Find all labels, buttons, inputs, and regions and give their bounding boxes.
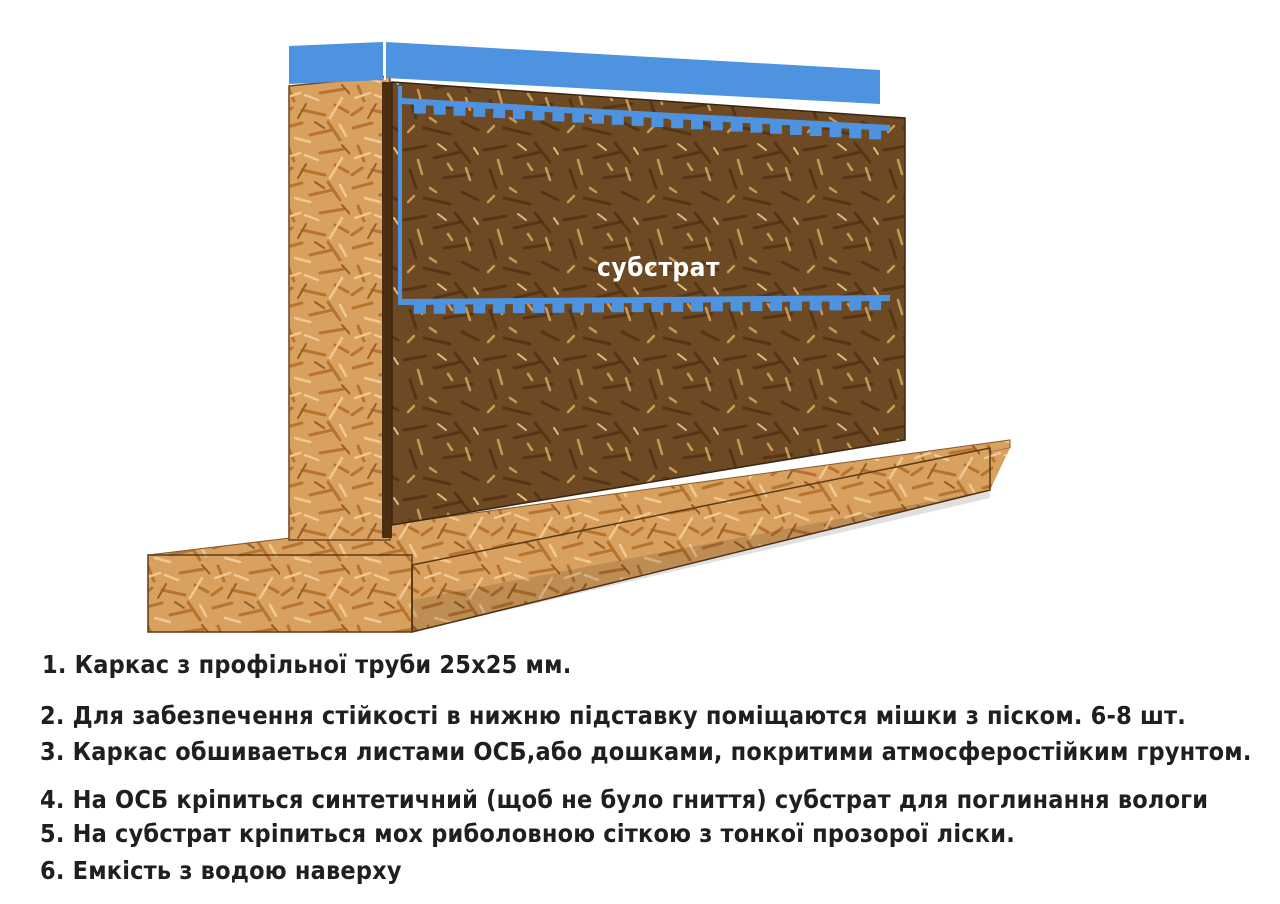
- substrate-tooth: [651, 117, 664, 128]
- substrate-band: [398, 86, 890, 305]
- substrate-tooth: [849, 128, 862, 139]
- substrate-tooth: [691, 119, 703, 130]
- substrate-tooth: [829, 300, 842, 311]
- substrate-tooth: [770, 300, 783, 311]
- substrate-tooth: [433, 104, 446, 115]
- substrate-tooth: [651, 301, 664, 312]
- substrate-tooth: [473, 106, 486, 117]
- substrate-tooth: [572, 112, 585, 123]
- substrate-tooth: [493, 303, 506, 314]
- substrate-tooth: [453, 105, 466, 116]
- substrate-tooth: [572, 302, 585, 313]
- substrate-label: субстрат: [597, 253, 720, 283]
- substrate-tooth: [453, 303, 466, 314]
- substrate-tooth: [512, 303, 525, 314]
- substrate-tooth: [671, 118, 684, 129]
- substrate-tooth: [770, 123, 783, 134]
- substrate-tooth: [493, 108, 506, 119]
- substrate-tooth: [849, 300, 862, 311]
- substrate-tooth: [691, 301, 703, 312]
- substrate-tooth: [413, 303, 426, 314]
- substrate-tooth: [631, 302, 644, 313]
- substrate-tooth: [730, 301, 743, 312]
- substrate-teeth-bottom: [413, 300, 882, 314]
- substrate-tooth: [809, 300, 822, 311]
- substrate-tooth: [869, 129, 882, 140]
- substrate-tooth: [552, 111, 565, 122]
- water-tank: [289, 42, 880, 104]
- substrate-tooth: [512, 109, 525, 120]
- substrate-tooth: [552, 302, 565, 313]
- note-6: 6. Емкість з водою наверху: [40, 856, 402, 885]
- substrate-tooth: [592, 302, 604, 313]
- substrate-tooth: [611, 114, 624, 125]
- substrate-tooth: [611, 302, 624, 313]
- note-3: 3. Каркас обшиваеться листами ОСБ,або до…: [40, 737, 1252, 766]
- note-1: 1. Каркас з профільної труби 25х25 мм.: [42, 650, 572, 679]
- substrate-tooth: [710, 120, 723, 131]
- substrate-tooth: [869, 300, 882, 311]
- substrate-tooth: [532, 110, 545, 121]
- side-panel: [288, 75, 392, 541]
- substrate-tooth: [631, 115, 644, 126]
- note-2: 2. Для забезпечення стійкості в нижню пі…: [40, 701, 1187, 730]
- substrate-tooth: [789, 300, 802, 311]
- substrate-tooth: [829, 127, 842, 138]
- substrate-tooth: [710, 301, 723, 312]
- front-panel: [391, 81, 906, 526]
- substrate-tooth: [809, 126, 822, 137]
- substrate-tooth: [473, 303, 486, 314]
- substrate-tooth: [413, 103, 426, 114]
- substrate-tooth: [750, 122, 763, 133]
- substrate-tooth: [730, 121, 743, 132]
- substrate-tooth: [750, 301, 763, 312]
- substrate-tooth: [532, 302, 545, 313]
- note-4: 4. На ОСБ кріпиться синтетичний (щоб не …: [40, 785, 1209, 814]
- substrate-tooth: [789, 124, 802, 135]
- wall-diagram: субстрат: [147, 42, 1011, 633]
- substrate-tooth: [671, 301, 684, 312]
- substrate-tooth: [433, 303, 446, 314]
- substrate-teeth-top: [413, 103, 882, 140]
- substrate-tooth: [592, 113, 604, 124]
- note-5: 5. На субстрат кріпиться мох риболовною …: [40, 819, 1015, 848]
